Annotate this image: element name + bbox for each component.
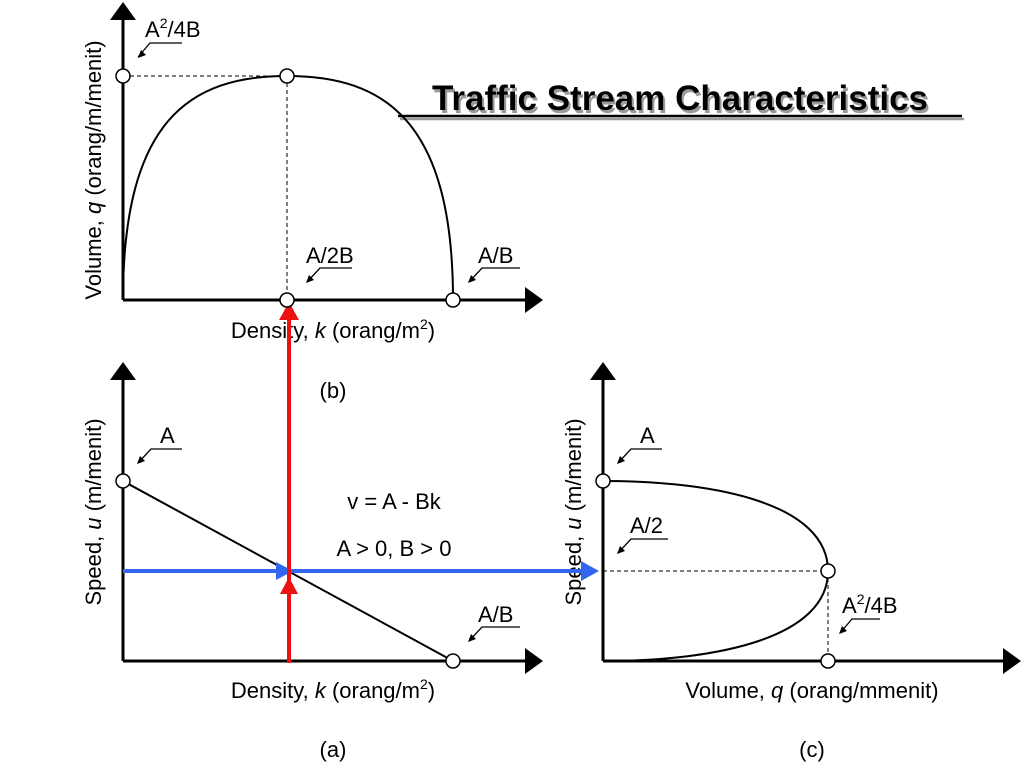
- panel-a-condition: A > 0, B > 0: [337, 536, 452, 561]
- panel-c-mid-label: A/2: [630, 513, 663, 538]
- panel-a-end-pointer: [468, 626, 520, 642]
- panel-a-jam-density-point: [445, 653, 461, 669]
- panel-c-x-axis-label: Volume, q (orang/mmenit): [685, 678, 938, 703]
- panel-a-x-axis-label: Density, k (orang/m2): [231, 676, 435, 703]
- panel-c-cap-label: A2/4B: [842, 591, 898, 618]
- panel-b-peak-pointer-tip: [138, 50, 146, 58]
- panel-a-y-arrowhead: [110, 362, 136, 380]
- panel-c-top-pointer-tip: [617, 456, 625, 464]
- title-text: Traffic Stream Characteristics: [432, 79, 928, 118]
- panel-b-x-arrowhead: [525, 287, 543, 313]
- red-mid-arrowhead: [280, 577, 298, 594]
- panel-b-volume-density: A2/4B A/2B A/B Volume, q (orang/m/menit)…: [81, 2, 543, 403]
- panel-a-x-arrowhead: [525, 648, 543, 674]
- panel-a-intercept-label: A: [160, 423, 175, 448]
- panel-c-x-arrowhead: [1003, 648, 1021, 674]
- panel-b-optimal-density-point: [279, 292, 295, 308]
- panel-b-peak-label: A2/4B: [145, 15, 201, 42]
- panel-b-parabola-curve: [122, 74, 454, 301]
- blue-end-arrowhead: [581, 561, 599, 581]
- panel-b-mid-label: A/2B: [306, 243, 354, 268]
- panel-b-end-label: A/B: [478, 243, 513, 268]
- panel-a-caption: (a): [320, 737, 347, 762]
- red-vertical-connector: [279, 302, 299, 663]
- red-top-arrowhead: [279, 302, 299, 320]
- panel-a-speed-density: A A/B v = A - Bk A > 0, B > 0 Speed, u (…: [81, 362, 543, 762]
- panel-c-speed-volume: A A/2 A2/4B Speed, u (m/menit) Volume, q…: [561, 362, 1021, 762]
- panel-c-capacity-axis-point: [820, 653, 836, 669]
- panel-a-intercept-pointer-tip: [137, 456, 145, 464]
- panel-b-y-axis-label: Volume, q (orang/m/menit): [81, 40, 106, 299]
- panel-c-mid-pointer: [617, 538, 668, 554]
- panel-b-end-pointer: [468, 267, 520, 283]
- panel-b-mid-pointer-tip: [306, 275, 314, 283]
- panel-b-end-pointer-tip: [468, 275, 476, 283]
- panel-b-max-volume-point: [115, 68, 131, 84]
- panel-c-top-label: A: [640, 423, 655, 448]
- panel-b-caption: (b): [320, 378, 347, 403]
- panel-a-y-axis-label: Speed, u (m/menit): [81, 418, 106, 605]
- panel-a-end-label: A/B: [478, 602, 513, 627]
- panel-a-free-speed-point: [115, 473, 131, 489]
- panel-a-equation: v = A - Bk: [347, 489, 442, 514]
- panel-b-x-axis-label: Density, k (orang/m2): [231, 316, 435, 343]
- blue-horizontal-connector: [123, 561, 599, 581]
- panel-c-y-arrowhead: [590, 362, 616, 380]
- blue-mid-arrowhead: [276, 562, 293, 580]
- panel-c-caption: (c): [799, 737, 825, 762]
- panel-c-free-speed-point: [595, 473, 611, 489]
- panel-c-cap-pointer-tip: [839, 626, 847, 634]
- panel-c-capacity-point: [820, 563, 836, 579]
- panel-b-jam-density-point: [445, 292, 461, 308]
- panel-a-end-pointer-tip: [468, 634, 476, 642]
- panel-b-peak-point: [279, 68, 295, 84]
- page-title: Traffic Stream Characteristics: [398, 79, 962, 118]
- panel-b-y-arrowhead: [110, 2, 136, 20]
- panel-c-mid-pointer-tip: [617, 546, 625, 554]
- panel-c-y-axis-label: Speed, u (m/menit): [561, 418, 586, 605]
